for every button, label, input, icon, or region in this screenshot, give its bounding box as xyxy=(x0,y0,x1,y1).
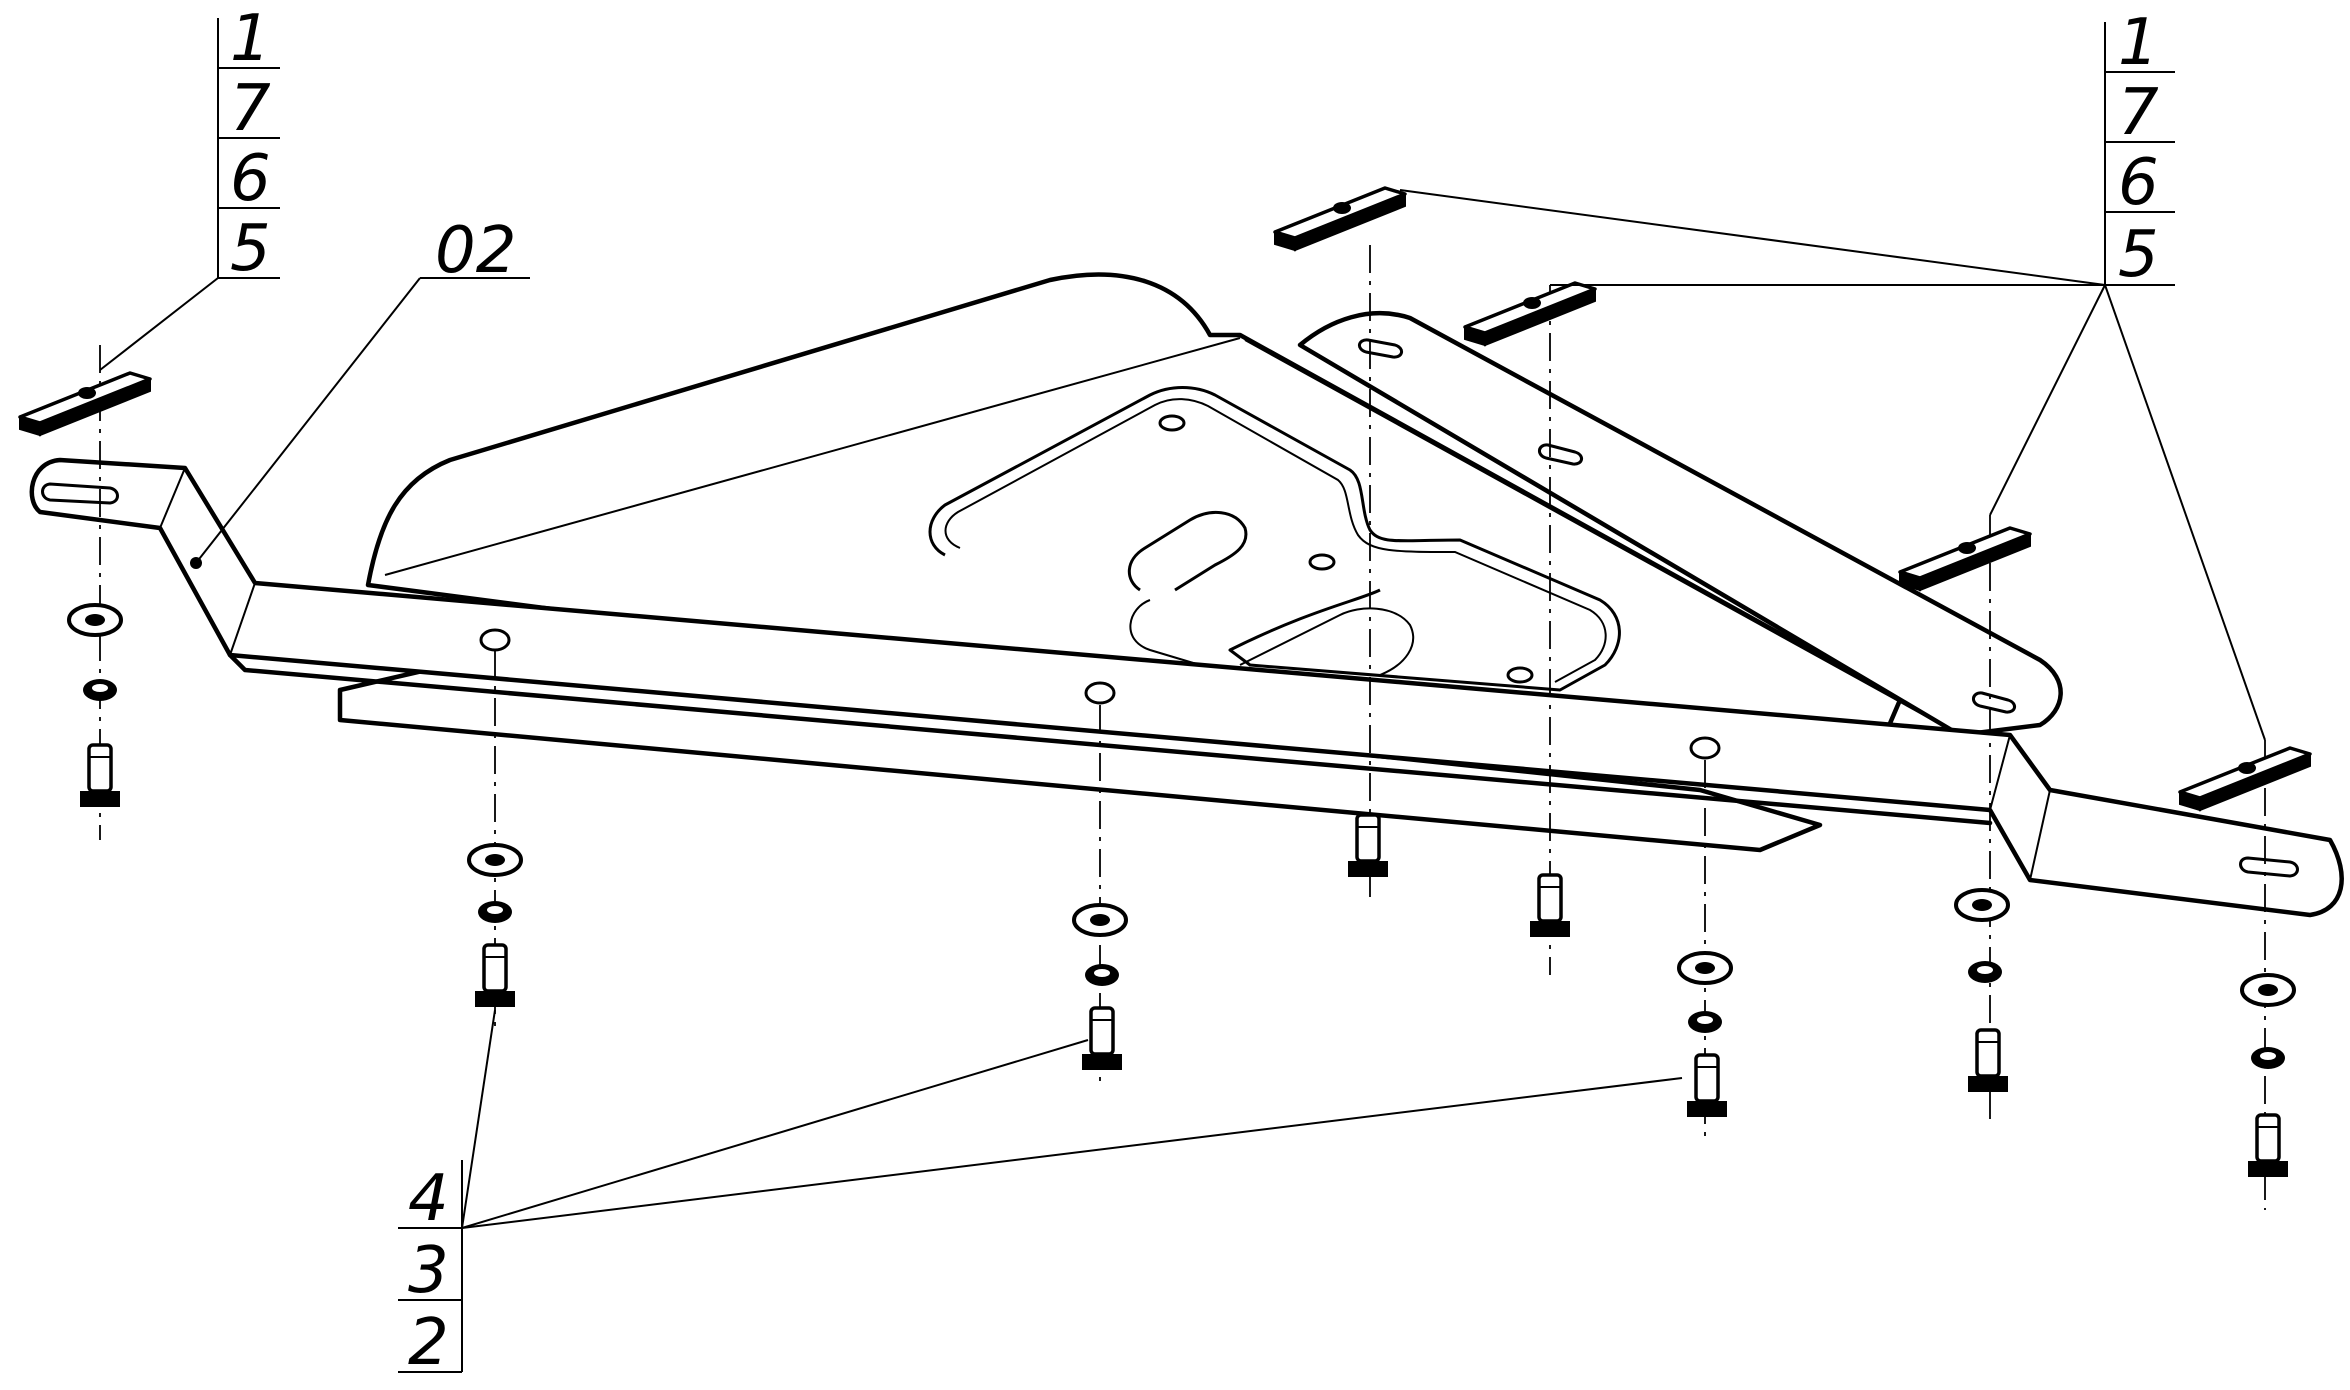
washer-hole xyxy=(485,854,505,866)
plate-hole xyxy=(1523,297,1541,309)
label-stack-right: 1 7 6 5 xyxy=(2104,6,2175,292)
label-bottom-4: 4 xyxy=(408,1162,449,1236)
label-stack-left: 1 7 6 5 xyxy=(217,2,280,286)
lock-washer-hole xyxy=(2260,1052,2276,1060)
washer-hole xyxy=(1090,914,1110,926)
washer-hole xyxy=(85,614,105,626)
label-right-1: 1 xyxy=(2118,6,2159,80)
bolt-shank xyxy=(2255,1113,2281,1163)
bolt-head xyxy=(2248,1161,2288,1177)
bolt-shank xyxy=(1537,873,1563,923)
bolt-head xyxy=(1687,1101,1727,1117)
bolt-shank xyxy=(87,743,113,793)
bolt-head xyxy=(1082,1054,1122,1070)
bracket-plate-side xyxy=(39,377,151,437)
label-right-7: 7 xyxy=(2118,76,2159,150)
plate-hole xyxy=(78,387,96,399)
bracket-plate-side xyxy=(2199,752,2311,812)
bracket-plate-side xyxy=(1919,532,2031,592)
label-left-6: 6 xyxy=(230,142,271,216)
plate-hole xyxy=(1333,202,1351,214)
bolt-shank xyxy=(1355,813,1381,863)
lock-washer-hole xyxy=(1697,1016,1713,1024)
washer-hole xyxy=(2258,984,2278,996)
mounting-frame xyxy=(29,338,2344,918)
lock-washer-hole xyxy=(92,684,108,692)
bolt-head xyxy=(1348,861,1388,877)
bracket-plate-side xyxy=(1484,287,1596,347)
bracket-plate-side xyxy=(1294,192,1406,252)
bolt-head xyxy=(1968,1076,2008,1092)
bolt-shank xyxy=(482,943,508,993)
label-bottom-2: 2 xyxy=(408,1306,449,1380)
washer-hole xyxy=(1972,899,1992,911)
washer-hole xyxy=(1695,962,1715,974)
label-bottom-3: 3 xyxy=(408,1234,449,1308)
label-left-1: 1 xyxy=(230,2,271,76)
lock-washer-hole xyxy=(1977,966,1993,974)
label-02: 02 xyxy=(435,214,516,288)
bolt-head xyxy=(80,791,120,807)
skid-plate xyxy=(337,272,2063,853)
label-right-6: 6 xyxy=(2118,146,2159,220)
label-left-5: 5 xyxy=(230,212,271,286)
leader-lines xyxy=(99,189,2266,1229)
label-part-02: 02 xyxy=(435,214,516,288)
lock-washer-hole xyxy=(487,906,503,914)
plate-hole xyxy=(1958,542,1976,554)
fastener-stacks xyxy=(18,186,2312,1210)
bolt-shank xyxy=(1089,1006,1115,1056)
label-left-7: 7 xyxy=(230,72,271,146)
plate-hole xyxy=(2238,762,2256,774)
lock-washer-hole xyxy=(1094,969,1110,977)
bolt-head xyxy=(475,991,515,1007)
bolt-shank xyxy=(1694,1053,1720,1103)
label-stack-bottom: 4 3 2 xyxy=(398,1160,463,1380)
bolt-shank xyxy=(1975,1028,2001,1078)
bolt-head xyxy=(1530,921,1570,937)
label-right-5: 5 xyxy=(2118,218,2159,292)
